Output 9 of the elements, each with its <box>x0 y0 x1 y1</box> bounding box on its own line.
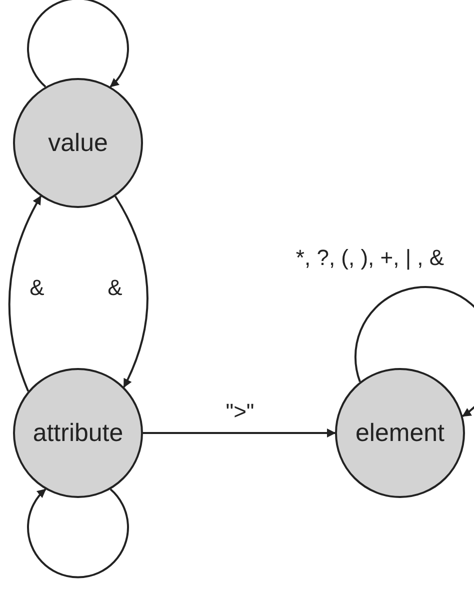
transition-arrow <box>114 196 148 388</box>
transition-arrow <box>354 286 474 417</box>
state-label: attribute <box>32 418 124 448</box>
transition-arrow <box>143 428 336 438</box>
transition-arrow <box>27 488 129 578</box>
state-label: element <box>356 418 444 448</box>
transition-arrow <box>27 0 129 88</box>
transition-arrow <box>8 195 42 392</box>
state-label: value <box>48 128 108 158</box>
